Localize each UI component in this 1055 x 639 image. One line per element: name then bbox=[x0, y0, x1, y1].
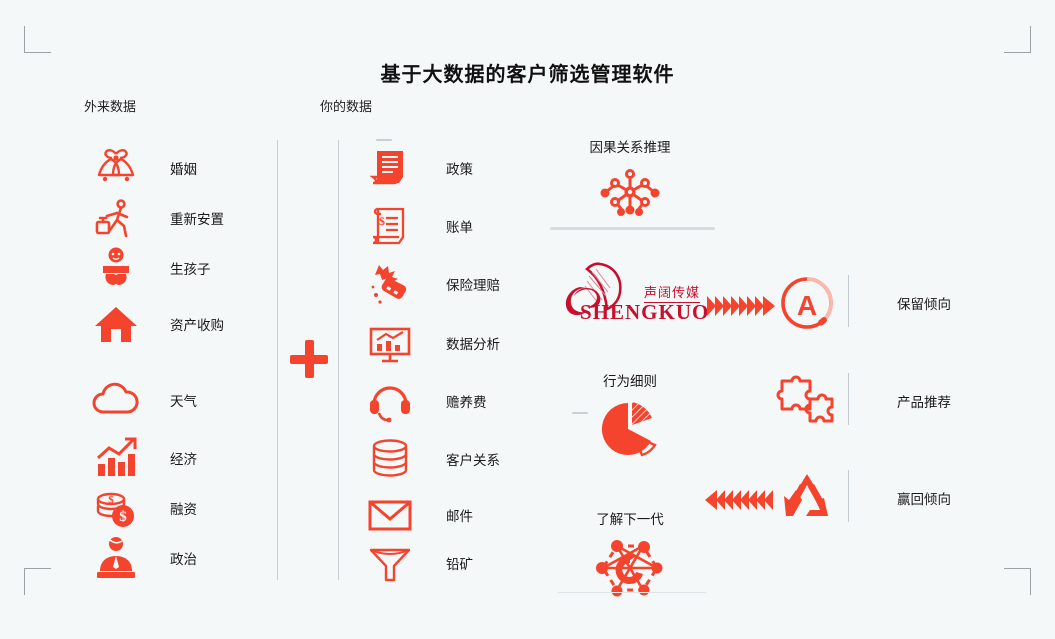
svg-text:A: A bbox=[797, 290, 817, 321]
output-item-product-recommendation[interactable]: 产品推荐 bbox=[775, 373, 951, 429]
behavior-dash-mark bbox=[572, 412, 588, 414]
headset-icon bbox=[358, 373, 422, 429]
house-icon bbox=[84, 296, 148, 352]
engine-separator-bottom bbox=[558, 592, 706, 593]
divider-right bbox=[338, 140, 339, 580]
output-tick-3 bbox=[848, 470, 849, 522]
shengkuo-logo: 声阔传媒 SHENGKUO bbox=[552, 256, 708, 336]
list-item-label: 赡养费 bbox=[446, 395, 487, 411]
list-item-label: 保险理赔 bbox=[446, 278, 500, 294]
svg-text:$: $ bbox=[119, 509, 127, 525]
puzzle-pieces-icon bbox=[775, 373, 839, 429]
list-item-label: 生孩子 bbox=[170, 262, 211, 278]
node-network-icon bbox=[530, 164, 730, 222]
arrow-from-outputs bbox=[705, 488, 773, 512]
envelope-icon bbox=[358, 487, 422, 543]
output-tick-1 bbox=[848, 275, 849, 327]
svg-text:$: $ bbox=[379, 214, 385, 228]
politician-podium-icon bbox=[84, 530, 148, 586]
list-item-policy[interactable]: 政策 bbox=[358, 140, 473, 196]
list-item-label: 账单 bbox=[446, 220, 473, 236]
list-item-lead-mine[interactable]: 铅矿 bbox=[358, 535, 473, 591]
car-crash-icon bbox=[358, 256, 422, 312]
logo-english-text: SHENGKUO bbox=[580, 300, 710, 324]
growth-chart-icon bbox=[84, 430, 148, 486]
grade-a-circle-icon: A bbox=[775, 275, 839, 331]
list-item-label: 数据分析 bbox=[446, 337, 500, 353]
list-item-label: 客户关系 bbox=[446, 453, 500, 469]
coins-dollar-icon: $ $ bbox=[84, 480, 148, 536]
list-item-marriage[interactable]: 婚姻 bbox=[84, 140, 197, 196]
list-item-label: 天气 bbox=[170, 394, 197, 410]
list-item-label: 经济 bbox=[170, 452, 197, 468]
engine-block-next-generation[interactable]: 了解下一代 bbox=[530, 508, 730, 604]
output-item-label: 产品推荐 bbox=[897, 395, 951, 411]
list-item-label: 婚姻 bbox=[170, 162, 197, 178]
pie-chart-icon bbox=[530, 398, 730, 460]
list-item-politics[interactable]: 政治 bbox=[84, 530, 197, 586]
list-item-mail[interactable]: 邮件 bbox=[358, 487, 473, 543]
wedding-bells-icon bbox=[84, 140, 148, 196]
funnel-icon bbox=[358, 535, 422, 591]
divider-left bbox=[277, 140, 278, 580]
traveler-luggage-icon bbox=[84, 190, 148, 246]
list-item-childbirth[interactable]: 生孩子 bbox=[84, 240, 211, 296]
analytics-board-icon bbox=[358, 315, 422, 371]
list-item-label: 资产收购 bbox=[170, 318, 224, 334]
page-title: 基于大数据的客户筛选管理软件 bbox=[380, 62, 675, 86]
engine-block-caption: 因果关系推理 bbox=[589, 140, 671, 156]
list-item-asset-purchase[interactable]: 资产收购 bbox=[84, 296, 224, 352]
database-icon bbox=[358, 431, 422, 487]
policy-scroll-icon bbox=[358, 140, 422, 196]
list-item-data-analysis[interactable]: 数据分析 bbox=[358, 315, 500, 371]
list-item-label: 铅矿 bbox=[446, 557, 473, 573]
list-item-weather[interactable]: 天气 bbox=[84, 372, 197, 428]
engine-block-causal-inference[interactable]: 因果关系推理 bbox=[530, 136, 730, 222]
column-heading-external-data: 外来数据 bbox=[84, 100, 137, 115]
cloud-icon bbox=[84, 372, 148, 428]
list-item-financing[interactable]: $ $ 融资 bbox=[84, 480, 197, 536]
page-corner-mark-top-left bbox=[24, 26, 51, 53]
output-item-winback[interactable]: 赢回倾向 bbox=[775, 470, 951, 526]
recycle-icon bbox=[775, 470, 839, 526]
invoice-dollar-icon: $ bbox=[358, 198, 422, 254]
output-tick-2 bbox=[848, 373, 849, 425]
list-item-label: 融资 bbox=[170, 502, 197, 518]
svg-text:$: $ bbox=[108, 494, 114, 506]
output-item-label: 赢回倾向 bbox=[897, 492, 951, 508]
arrow-to-outputs bbox=[707, 294, 775, 318]
top-dash-mark bbox=[376, 139, 392, 141]
circular-network-icon bbox=[530, 536, 730, 604]
list-item-label: 政治 bbox=[170, 552, 197, 568]
list-item-label: 政策 bbox=[446, 162, 473, 178]
engine-separator-top bbox=[550, 227, 715, 230]
logo-chinese-text: 声阔传媒 bbox=[643, 282, 700, 303]
list-item-label: 重新安置 bbox=[170, 212, 224, 228]
list-item-insurance-claim[interactable]: 保险理赔 bbox=[358, 256, 500, 312]
engine-block-behavior-rules[interactable]: 行为细则 bbox=[530, 370, 730, 460]
list-item-customer-relations[interactable]: 客户关系 bbox=[358, 431, 500, 487]
column-heading-your-data: 你的数据 bbox=[320, 100, 373, 115]
page-corner-mark-bottom-left bbox=[24, 568, 51, 595]
engine-block-caption: 了解下一代 bbox=[596, 512, 664, 528]
baby-icon bbox=[84, 240, 148, 296]
page-corner-mark-top-right bbox=[1004, 26, 1031, 53]
list-item-relocation[interactable]: 重新安置 bbox=[84, 190, 224, 246]
engine-block-caption: 行为细则 bbox=[603, 374, 657, 390]
list-item-bill[interactable]: $ 账单 bbox=[358, 198, 473, 254]
list-item-label: 邮件 bbox=[446, 509, 473, 525]
output-item-retention[interactable]: A 保留倾向 bbox=[775, 275, 951, 331]
page-corner-mark-bottom-right bbox=[1004, 568, 1031, 595]
list-item-economy[interactable]: 经济 bbox=[84, 430, 197, 486]
list-item-alimony[interactable]: 赡养费 bbox=[358, 373, 487, 429]
plus-operator bbox=[290, 340, 328, 378]
output-item-label: 保留倾向 bbox=[897, 297, 951, 313]
